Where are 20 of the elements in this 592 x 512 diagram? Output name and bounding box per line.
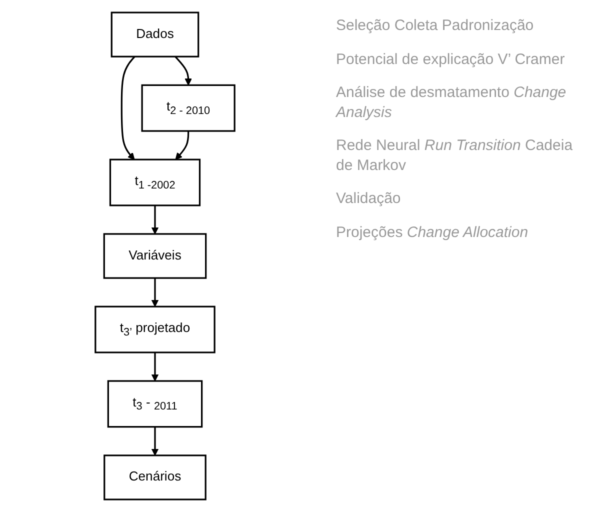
node-box: t$_{3’}$ projetado: [94, 306, 216, 354]
node-box: Dados: [110, 12, 200, 58]
annotation-text: Projeções Change Allocation: [336, 222, 530, 242]
node-box: t$_{3}$ - $_{2011}$: [107, 380, 203, 428]
node-box: Cenários: [104, 454, 206, 500]
annotation-text: Seleção Coleta Padronização: [336, 16, 535, 36]
arrow: [174, 56, 192, 86]
arrow: [151, 278, 159, 307]
node-box: t$_{2 - 2010}$: [141, 84, 236, 132]
arrow: [175, 131, 190, 160]
annotation-text: Potencial de explicação V’ Cramer: [336, 50, 566, 69]
annotation-text: Rede Neural Run Transition Cadeia de Markov: [336, 136, 574, 175]
arrow: [151, 352, 159, 382]
arrow: [120, 56, 136, 160]
arrow: [151, 205, 159, 234]
node-box: Variáveis: [103, 233, 207, 279]
arrow: [151, 426, 159, 456]
annotation-text: Validação: [336, 189, 402, 208]
annotation-text: Análise de desmatamento Change Analysis: [336, 83, 568, 122]
node-box: t$_{1 -2002}$: [109, 158, 201, 206]
